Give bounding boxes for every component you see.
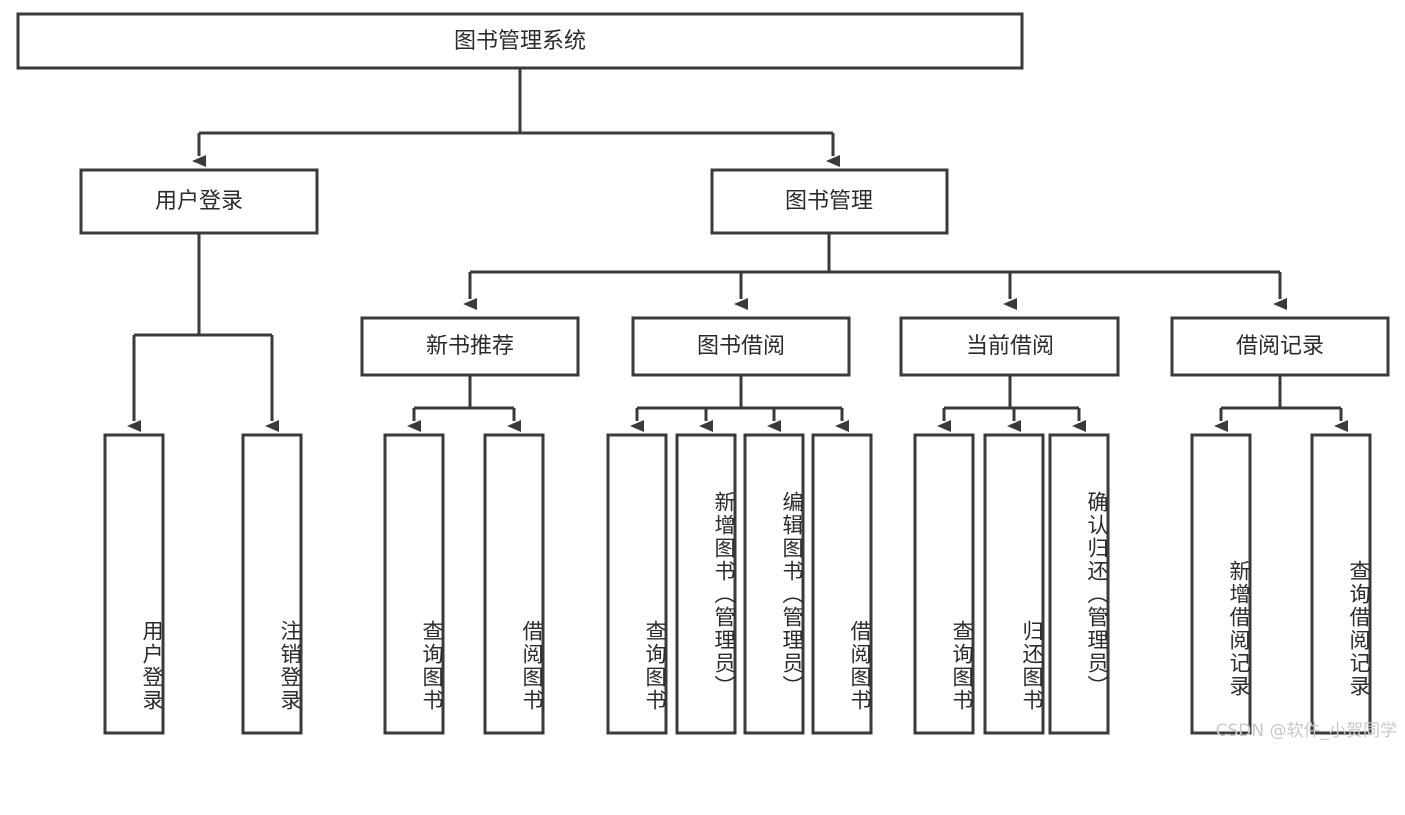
node-root-label: 图书管理系统: [454, 29, 586, 54]
node-borrow-record-label: 借阅记录: [1236, 334, 1324, 359]
node-user-login-label: 用户登录: [155, 189, 243, 214]
node-leaf-query-book-1[interactable]: [385, 435, 443, 733]
node-leaf-add-book[interactable]: [677, 435, 735, 733]
node-leaf-user-login[interactable]: [105, 435, 163, 733]
node-leaf-confirm-return[interactable]: [1050, 435, 1108, 733]
system-structure-diagram: 图书管理系统 用户登录 图书管理 新书推荐 图书借阅 当前借阅 借阅记录: [0, 0, 1405, 747]
node-leaf-query-record[interactable]: [1312, 435, 1370, 733]
node-book-borrow-label: 图书借阅: [697, 334, 785, 359]
node-leaf-return-book[interactable]: [985, 435, 1043, 733]
node-leaf-borrow-book-2[interactable]: [813, 435, 871, 733]
node-leaf-add-record[interactable]: [1192, 435, 1250, 733]
node-leaf-edit-book[interactable]: [745, 435, 803, 733]
node-current-borrow-label: 当前借阅: [966, 334, 1054, 359]
node-book-manage-label: 图书管理: [785, 189, 873, 214]
node-leaf-borrow-book-1[interactable]: [485, 435, 543, 733]
node-leaf-user-logout[interactable]: [243, 435, 301, 733]
node-leaf-query-book-2[interactable]: [608, 435, 666, 733]
watermark: CSDN @软件_小贺同学: [1216, 716, 1397, 741]
node-new-book-rec-label: 新书推荐: [426, 334, 514, 359]
node-leaf-query-book-3[interactable]: [915, 435, 973, 733]
